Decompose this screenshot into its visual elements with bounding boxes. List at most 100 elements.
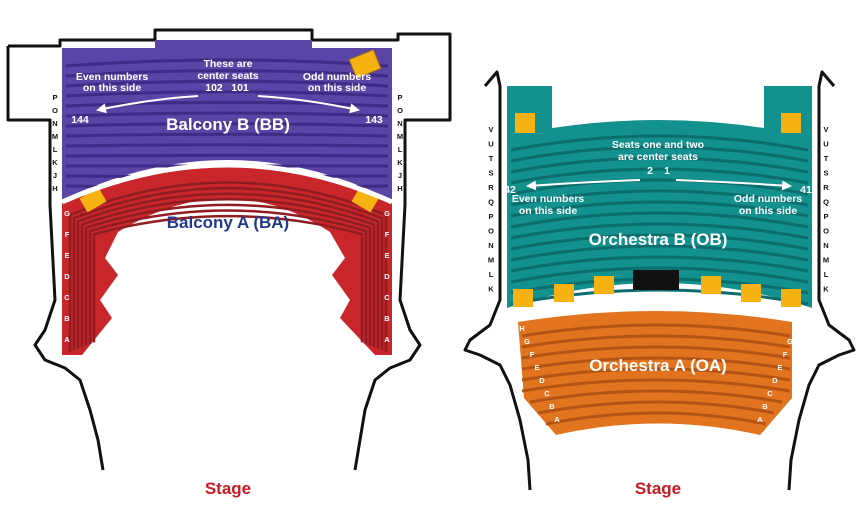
orchestra-a-row-stripe xyxy=(521,345,791,360)
orchestra-row-letter: B xyxy=(549,402,555,411)
balcony-building-outline xyxy=(6,28,452,471)
balcony-row-letter: P xyxy=(52,93,57,102)
orchestra-row-letter: U xyxy=(488,140,493,149)
balcony-b-box xyxy=(348,49,382,79)
orchestra-a-row-stripe xyxy=(521,378,791,393)
bb-center-note-1: These are xyxy=(203,58,252,70)
balcony-row-letter: E xyxy=(64,251,69,260)
ob-box-bottom-4 xyxy=(701,276,721,294)
orchestra-row-letter: O xyxy=(823,227,829,236)
orchestra-row-letter: M xyxy=(488,256,494,265)
balcony-row-letter: G xyxy=(384,209,390,218)
ob-center-note-2: are center seats xyxy=(618,151,698,163)
orchestra-b-row-stripe xyxy=(510,222,809,240)
balcony-b-row-stripe xyxy=(65,132,389,138)
orchestra-b-row-stripe xyxy=(510,189,809,207)
balcony-b-section[interactable] xyxy=(62,40,392,200)
orchestra-row-letter: N xyxy=(488,241,493,250)
bb-even-note-1: Even numbers xyxy=(76,71,149,83)
orchestra-row-letter: K xyxy=(823,285,829,294)
orchestra-row-letter: H xyxy=(792,324,797,333)
orchestra-b-rows xyxy=(510,134,809,306)
bb-odd-note-2: on this side xyxy=(308,82,367,94)
balcony-b-row-stripe xyxy=(65,79,389,88)
orchestra-row-letter: P xyxy=(823,212,828,221)
orchestra-row-letter: E xyxy=(777,363,782,372)
balcony-row-letter: O xyxy=(397,106,403,115)
balcony-row-letter: K xyxy=(397,158,403,167)
orchestra-b-row-stripe xyxy=(510,156,809,174)
orchestra-row-letter: D xyxy=(772,376,778,385)
orchestra-a-row-stripe xyxy=(521,367,791,382)
bb-end-seat-left: 144 xyxy=(71,114,89,126)
balcony-b-row-stripe xyxy=(65,122,389,128)
balcony-row-letter: N xyxy=(52,119,57,128)
balcony-row-letter: M xyxy=(52,132,58,141)
orchestra-b-row-stripe xyxy=(510,244,809,262)
balcony-b-row-stripe xyxy=(65,58,389,68)
orchestra-row-letter: R xyxy=(823,183,829,192)
ob-arrow-right xyxy=(675,179,792,191)
bb-odd-note-1: Odd numbers xyxy=(303,71,371,83)
orchestra-b-row-stripe xyxy=(510,145,809,163)
orchestra-row-letter: O xyxy=(488,227,494,236)
balcony-row-letter: B xyxy=(384,314,390,323)
balcony-row-letter: H xyxy=(52,184,57,193)
balcony-b-label: Balcony B (BB) xyxy=(166,115,290,134)
orchestra-row-letter: V xyxy=(823,125,828,134)
orchestra-a-row-stripe xyxy=(521,356,791,371)
orchestra-row-letter: A xyxy=(554,415,560,424)
ob-even-note-1: Even numbers xyxy=(512,193,585,205)
orchestra-b-row-stripe xyxy=(510,233,809,251)
balcony-row-letter: H xyxy=(397,184,402,193)
balcony-row-letter: O xyxy=(52,106,58,115)
ob-end-seat-right: 41 xyxy=(800,184,812,196)
orchestra-row-letter: M xyxy=(823,256,829,265)
ob-odd-note-1: Odd numbers xyxy=(734,193,802,205)
balcony-a-rows xyxy=(68,181,388,352)
ob-center-seat-left: 2 xyxy=(647,165,653,177)
balcony-b-row-stripe xyxy=(65,69,389,78)
balcony-row-letter: F xyxy=(385,230,390,239)
orchestra-row-letter: B xyxy=(762,402,768,411)
orchestra-a-section[interactable] xyxy=(518,311,792,435)
orchestra-a-row-stripe xyxy=(521,334,791,349)
bb-arrow-left xyxy=(96,95,199,114)
ob-black-box xyxy=(633,270,679,290)
balcony-b-row-stripe xyxy=(65,153,389,158)
orchestra-b-row-stripe xyxy=(510,200,809,218)
orchestra-b-row-stripe xyxy=(510,266,809,284)
orchestra-a-label: Orchestra A (OA) xyxy=(589,356,727,375)
orchestra-row-letter: R xyxy=(488,183,494,192)
balcony-a-box-left xyxy=(79,187,107,213)
orchestra-b-row-stripe xyxy=(510,167,809,185)
balcony-a-box-right xyxy=(351,187,379,213)
orchestra-row-letter: P xyxy=(488,212,493,221)
ob-arrow-left xyxy=(526,179,641,191)
ob-box-bottom-6 xyxy=(781,289,801,307)
orchestra-a-rows xyxy=(521,323,791,426)
balcony-row-letter: P xyxy=(397,93,402,102)
orchestra-building-outline xyxy=(463,70,856,491)
balcony-b-row-stripe xyxy=(65,111,389,118)
orchestra-row-letter: A xyxy=(757,415,763,424)
orchestra-row-letter: C xyxy=(767,389,773,398)
bb-arrow-right xyxy=(257,95,360,114)
orchestra-b-label: Orchestra B (OB) xyxy=(589,230,728,249)
balcony-row-letter: J xyxy=(398,171,402,180)
bb-end-seat-right: 143 xyxy=(365,114,383,126)
balcony-a-row-stripe xyxy=(84,203,372,346)
balcony-divider xyxy=(60,162,394,205)
orchestra-row-letter: G xyxy=(524,337,530,346)
orchestra-plan: Seats one and two are center seats 2 1 4… xyxy=(463,70,856,498)
balcony-row-letter: A xyxy=(64,335,70,344)
ob-box-top-left xyxy=(515,113,535,133)
balcony-row-letter: A xyxy=(384,335,390,344)
ob-box-top-right xyxy=(781,113,801,133)
ob-box-bottom-3 xyxy=(594,276,614,294)
balcony-row-letter: D xyxy=(64,272,70,281)
ob-even-note-2: on this side xyxy=(519,205,578,217)
balcony-row-letter: C xyxy=(64,293,70,302)
orchestra-b-section[interactable] xyxy=(507,86,812,308)
